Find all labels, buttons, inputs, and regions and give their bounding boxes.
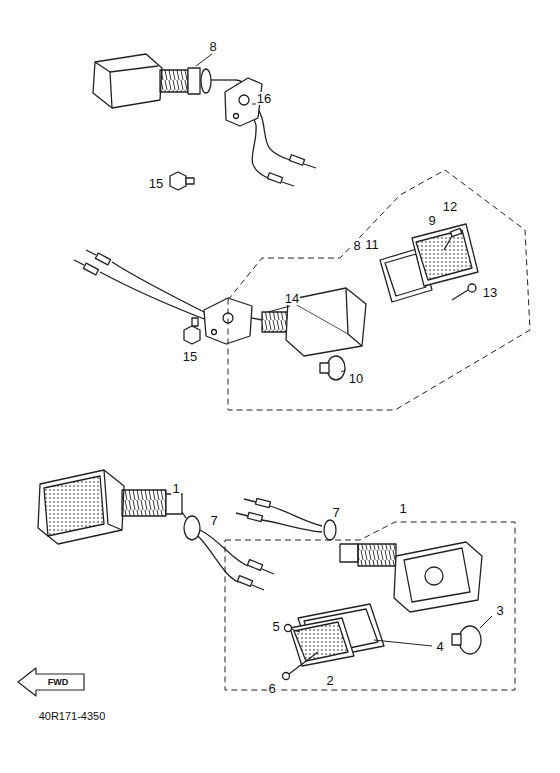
callout-number: 15 [148, 177, 164, 190]
callout-number: 12 [442, 200, 458, 213]
callout-number: 11 [364, 238, 380, 251]
callout-number: 6 [267, 682, 276, 695]
top-rear-flasher [93, 54, 316, 190]
callout-number: 1 [398, 502, 407, 515]
callout-number: 15 [182, 350, 198, 363]
callout-number: 5 [271, 620, 280, 633]
callout-number: 2 [325, 674, 334, 687]
direction-label: FWD [47, 678, 70, 687]
callout-number: 8 [208, 40, 217, 53]
forward-arrow [18, 668, 84, 696]
callout-number: 7 [209, 514, 218, 527]
callout-number: 8 [352, 239, 361, 252]
callout-number: 16 [256, 92, 272, 105]
front-flasher-left [38, 470, 274, 590]
callout-number: 9 [427, 214, 436, 227]
callout-number: 4 [435, 640, 444, 653]
front-flasher-right [225, 498, 515, 690]
callout-number: 13 [482, 286, 498, 299]
callout-number: 14 [284, 292, 300, 305]
callout-number: 3 [495, 604, 504, 617]
callout-number: 1 [171, 482, 180, 495]
middle-rear-flasher [74, 170, 530, 410]
callout-number: 10 [348, 372, 364, 385]
callout-number: 7 [331, 506, 340, 519]
figure-code: 40R171-4350 [38, 711, 107, 722]
